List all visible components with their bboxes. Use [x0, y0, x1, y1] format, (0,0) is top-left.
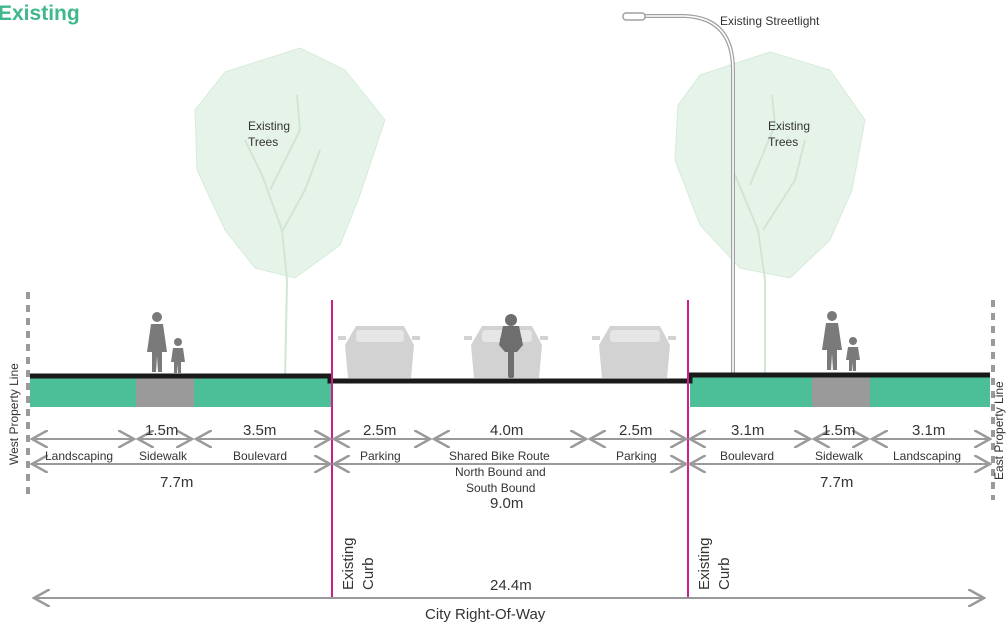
sidewalk-right-name: Sidewalk: [815, 449, 864, 463]
segment-dimensions: [32, 439, 990, 598]
tree-right: [674, 51, 866, 375]
landscaping-right-width: 3.1m: [912, 422, 945, 439]
pedestrians-right-icon: [822, 311, 860, 371]
ground-surface: [30, 372, 990, 384]
curb-right-label-2: Curb: [716, 557, 733, 590]
trees-left-label-2: Trees: [248, 135, 278, 149]
streetlight-label: Existing Streetlight: [720, 14, 820, 28]
sidewalk-right-width: 1.5m: [822, 422, 855, 439]
parking-left-width: 2.5m: [363, 422, 396, 439]
trees-right-label-2: Trees: [768, 135, 798, 149]
sidewalk-left-strip: [136, 378, 194, 407]
right-of-way-total: 24.4m: [490, 577, 532, 594]
boulevard-right-width: 3.1m: [731, 422, 764, 439]
parking-right-name: Parking: [616, 449, 657, 463]
landscaping-left-strip: [30, 378, 136, 407]
cyclist-icon: [499, 314, 523, 378]
parking-left-name: Parking: [360, 449, 401, 463]
trees-left-label-1: Existing: [248, 119, 290, 133]
bike-route-width: 4.0m: [490, 422, 523, 439]
right-of-way-label: City Right-Of-Way: [425, 606, 546, 623]
east-side-total: 7.7m: [820, 474, 853, 491]
landscaping-right-name: Landscaping: [893, 449, 961, 463]
roadway-total: 9.0m: [490, 495, 523, 512]
sidewalk-left-name: Sidewalk: [139, 449, 188, 463]
curb-right-label-1: Existing: [696, 537, 713, 590]
section-title: Existing: [0, 2, 80, 25]
bike-route-name-1: Shared Bike Route: [449, 449, 550, 463]
boulevard-right-strip: [690, 376, 812, 407]
landscaping-left-name: Landscaping: [45, 449, 113, 463]
parking-right-width: 2.5m: [619, 422, 652, 439]
boulevard-left-name: Boulevard: [233, 449, 287, 463]
landscaping-right-strip: [870, 376, 990, 407]
east-property-line-label: East Property Line: [992, 381, 1006, 480]
bike-route-name-3: South Bound: [466, 481, 535, 495]
streetlight: [622, 12, 735, 375]
west-side-total: 7.7m: [160, 474, 193, 491]
curb-left-label-1: Existing: [340, 537, 357, 590]
parked-car-right: [592, 326, 676, 378]
sidewalk-left-width: 1.5m: [145, 422, 178, 439]
west-property-line-label: West Property Line: [7, 363, 21, 465]
parked-car-left: [338, 326, 420, 378]
trees-right-label-1: Existing: [768, 119, 810, 133]
curb-left-label-2: Curb: [360, 557, 377, 590]
tree-left: [194, 47, 386, 381]
boulevard-left-strip: [194, 378, 332, 407]
boulevard-right-name: Boulevard: [720, 449, 774, 463]
pedestrians-left-icon: [147, 312, 185, 373]
bike-route-name-2: North Bound and: [455, 465, 546, 479]
sidewalk-right-strip: [812, 376, 870, 407]
boulevard-left-width: 3.5m: [243, 422, 276, 439]
